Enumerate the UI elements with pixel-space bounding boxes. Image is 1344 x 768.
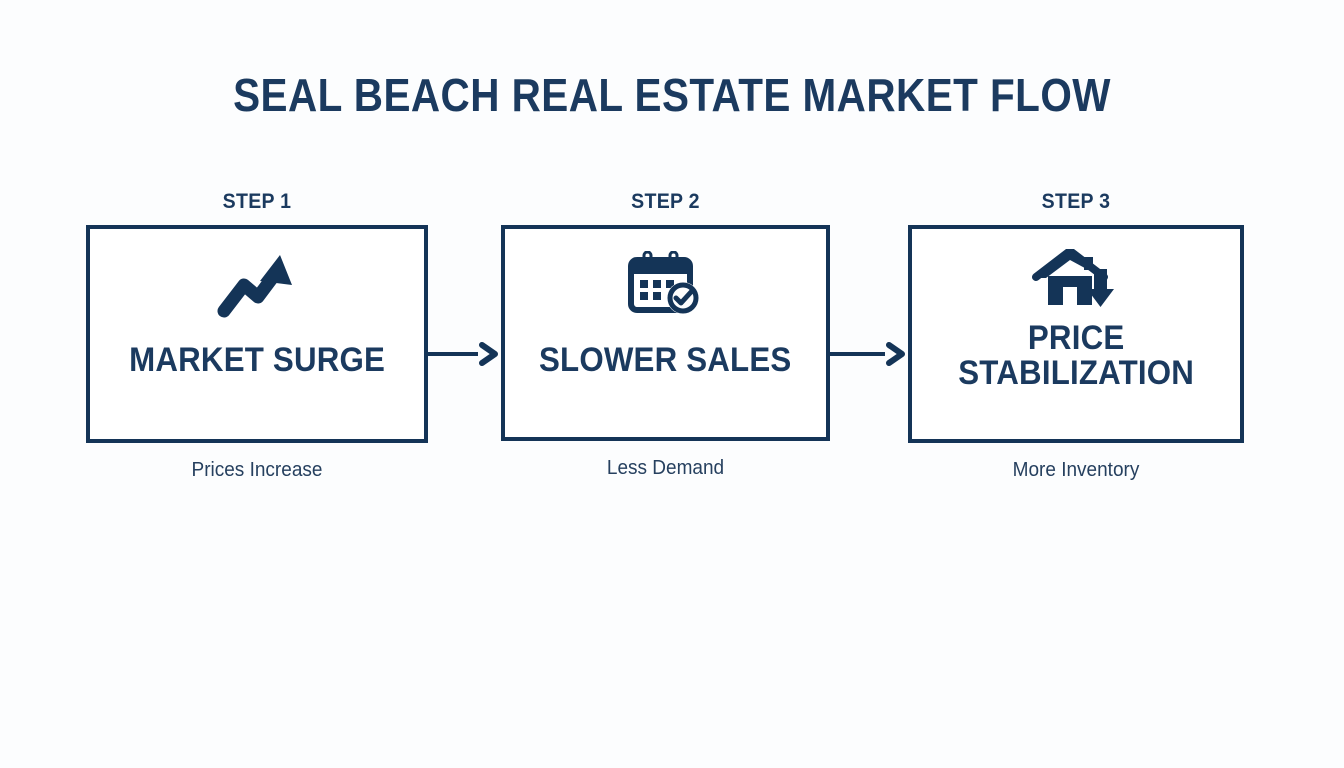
step-3-title-line-2: STABILIZATION [958, 354, 1194, 393]
arrow-step1-to-step2 [428, 342, 502, 366]
flow-step-2: STEP 2 [501, 190, 830, 480]
step-2-title: SLOWER SALES [539, 341, 792, 379]
step-1-label: STEP 1 [222, 190, 292, 213]
step-3-label: STEP 3 [1041, 190, 1111, 213]
calendar-check-icon [626, 251, 706, 319]
step-3-caption: More Inventory [1012, 459, 1140, 481]
arrow-right-icon [479, 342, 498, 366]
flow-step-1: STEP 1 MARKET SURGE Prices Increase [86, 190, 428, 482]
step-3-title: PRICE STABILIZATION [958, 319, 1194, 393]
step-3-box[interactable]: PRICE STABILIZATION [908, 225, 1244, 443]
arrow-right-icon [886, 342, 905, 366]
step-3-title-line-1: PRICE [1027, 319, 1125, 357]
step-1-box[interactable]: MARKET SURGE [86, 225, 428, 443]
step-1-title: MARKET SURGE [129, 341, 385, 379]
step-2-label: STEP 2 [631, 190, 700, 213]
arrow-step2-to-step3 [830, 342, 909, 366]
step-2-caption: Less Demand [606, 457, 725, 479]
connector-line [830, 352, 885, 356]
trending-up-arrow-icon [214, 247, 300, 321]
connector-line [428, 352, 478, 356]
page-title: SEAL BEACH REAL ESTATE MARKET FLOW [233, 69, 1111, 121]
process-flow-diagram: STEP 1 MARKET SURGE Prices Increase STEP… [0, 190, 1344, 510]
house-down-arrow-icon [1032, 249, 1120, 311]
flow-step-3: STEP 3 PRICE STABILIZATION [908, 190, 1244, 482]
step-1-caption: Prices Increase [191, 459, 323, 481]
step-2-box[interactable]: SLOWER SALES [501, 225, 830, 441]
